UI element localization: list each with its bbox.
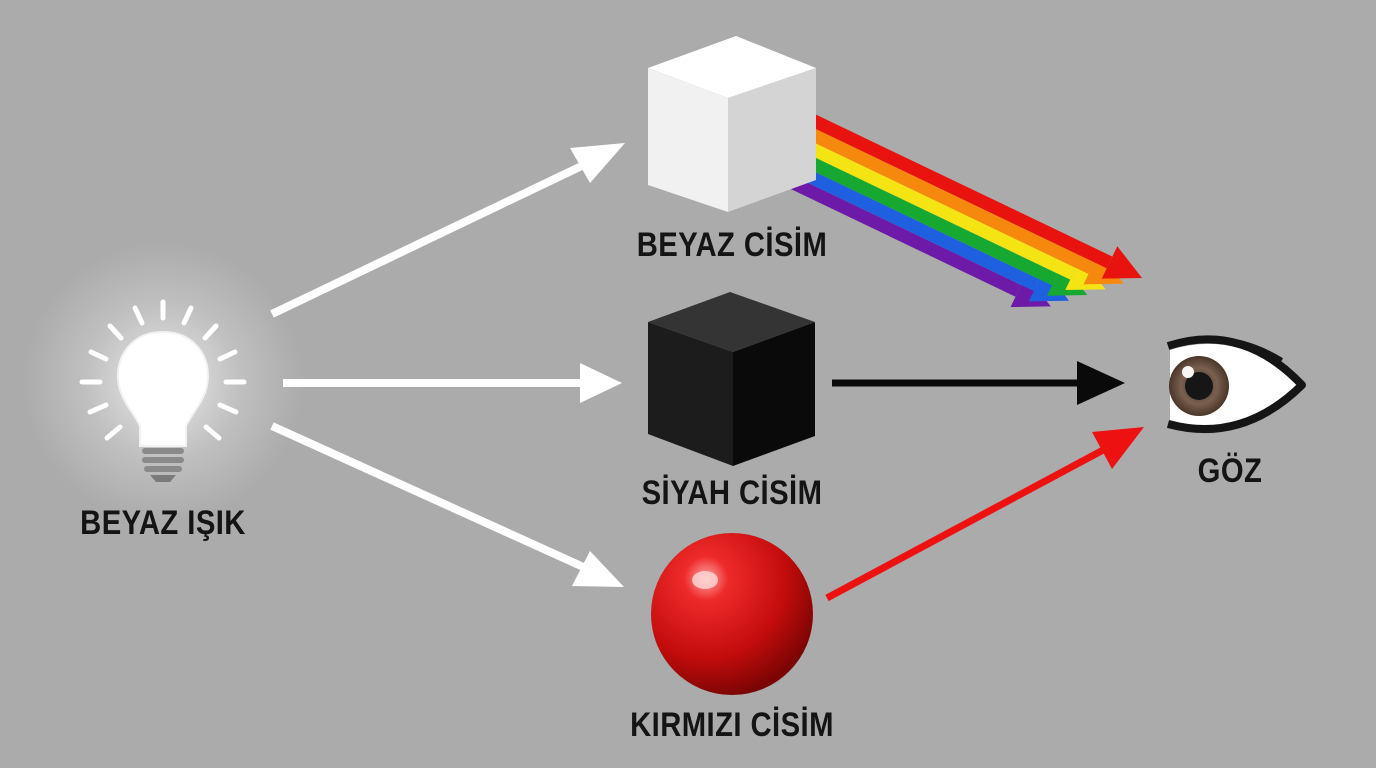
light-source-label: BEYAZ IŞIK [80,504,246,542]
white-cube [648,36,816,212]
spectrum-band-6 [759,162,1022,297]
arrow-to-white-cube [270,143,625,318]
spectrum-band-1 [805,112,1113,269]
white-object-label: BEYAZ CİSİM [636,226,828,264]
spectrum-band-3 [786,132,1076,280]
red-object-label: KIRMIZI CİSİM [630,706,834,744]
spectrum-band-4 [777,142,1058,286]
incident-light-arrows [270,143,625,587]
red-reflection-arrow [825,427,1144,602]
spectrum-band-5 [768,152,1040,292]
spectrum-band-2 [795,122,1095,274]
black-cube [648,292,815,466]
arrow-to-red-sphere [270,422,624,587]
light-bulb-icon [23,242,303,522]
eye-label: GÖZ [1197,452,1263,490]
spectrum-arrowhead-1 [1101,246,1142,279]
red-sphere [651,533,813,695]
reflected-spectrum [759,112,1142,308]
eye-icon [1166,335,1306,434]
arrow-to-black-cube [283,363,622,403]
black-reflection-arrow [832,361,1125,405]
black-object-label: SİYAH CİSİM [641,474,823,512]
